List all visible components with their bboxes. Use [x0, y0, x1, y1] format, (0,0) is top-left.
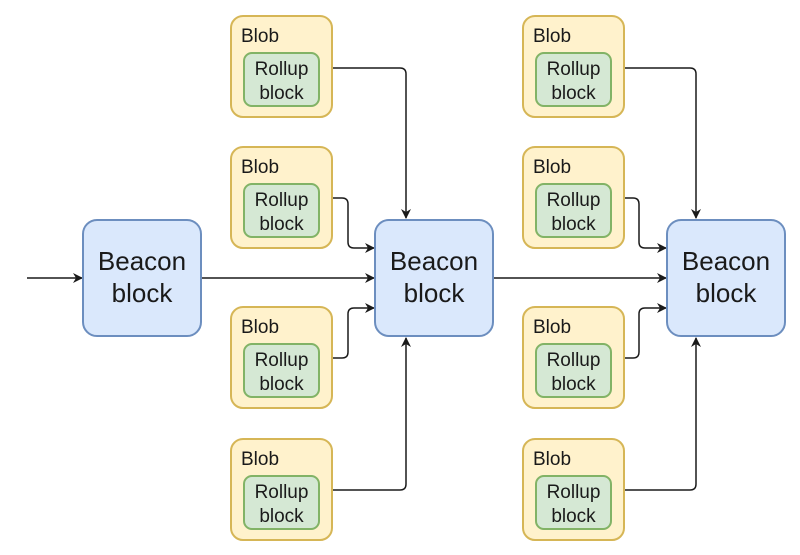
blob: Blob Rollup block: [230, 15, 333, 118]
edge-blob-6-to-beacon-3: [624, 197, 667, 253]
beacon-block-shape: [666, 219, 786, 337]
rollup-block-label-line2: block: [259, 374, 304, 395]
blob: Blob Rollup block: [522, 146, 625, 249]
blob-label: Blob: [533, 449, 571, 470]
beacon-block-label-line1: Beacon: [682, 246, 770, 276]
rollup-block-shape: [535, 343, 612, 398]
rollup-block-label-line2: block: [551, 374, 596, 395]
blob: Blob Rollup block: [230, 438, 333, 541]
rollup-block-label-line1: Rollup: [255, 482, 309, 503]
beacon-block-label-line2: block: [404, 278, 466, 308]
rollup-block-shape: [535, 52, 612, 107]
blob-label: Blob: [533, 26, 571, 47]
rollup-block-shape: [243, 183, 320, 238]
blob-label: Blob: [533, 317, 571, 338]
beacon-block-shape: [82, 219, 202, 337]
edges: [27, 67, 701, 491]
beacon-block-label-line1: Beacon: [98, 246, 186, 276]
rollup-block-label-line1: Rollup: [255, 59, 309, 80]
blob-label: Blob: [241, 449, 279, 470]
rollup-block-label-line2: block: [259, 506, 304, 527]
rollup-block-label-line2: block: [551, 83, 596, 104]
rollup-block-shape: [535, 183, 612, 238]
rollup-block-label-line1: Rollup: [547, 190, 601, 211]
edge-blob-3-to-beacon-2: [332, 303, 375, 359]
beacon-block-label-line2: block: [112, 278, 174, 308]
blob-label: Blob: [241, 317, 279, 338]
rollup-block-shape: [535, 475, 612, 530]
rollup-block-label-line2: block: [259, 214, 304, 235]
edge-blob-7-to-beacon-3: [624, 303, 667, 359]
blob: Blob Rollup block: [522, 15, 625, 118]
rollup-block-shape: [243, 475, 320, 530]
beacon-block: Beacon block: [82, 219, 202, 337]
blob-label: Blob: [241, 26, 279, 47]
edge-blob-4-to-beacon-2: [332, 337, 411, 491]
rollup-block-label-line1: Rollup: [255, 350, 309, 371]
edge-blob-5-to-beacon-3: [624, 67, 701, 219]
rollup-block-label-line2: block: [551, 506, 596, 527]
blob: Blob Rollup block: [230, 146, 333, 249]
blob: Blob Rollup block: [522, 306, 625, 409]
rollup-block-label-line2: block: [259, 83, 304, 104]
beacon-block: Beacon block: [374, 219, 494, 337]
edge-blob-8-to-beacon-3: [624, 337, 701, 491]
beacon-block-label-line1: Beacon: [390, 246, 478, 276]
rollup-block-label-line1: Rollup: [547, 482, 601, 503]
beacon-block-label-line2: block: [696, 278, 758, 308]
rollup-block-label-line1: Rollup: [547, 350, 601, 371]
rollup-block-label-line2: block: [551, 214, 596, 235]
blob: Blob Rollup block: [230, 306, 333, 409]
rollup-block-label-line1: Rollup: [255, 190, 309, 211]
rollup-block-label-line1: Rollup: [547, 59, 601, 80]
edge-blob-2-to-beacon-2: [332, 197, 375, 253]
rollup-block-shape: [243, 343, 320, 398]
blob: Blob Rollup block: [522, 438, 625, 541]
beacon-block-shape: [374, 219, 494, 337]
beacon-block: Beacon block: [666, 219, 786, 337]
blob-label: Blob: [241, 157, 279, 178]
edge-blob-1-to-beacon-2: [332, 67, 411, 219]
rollup-block-shape: [243, 52, 320, 107]
blob-label: Blob: [533, 157, 571, 178]
